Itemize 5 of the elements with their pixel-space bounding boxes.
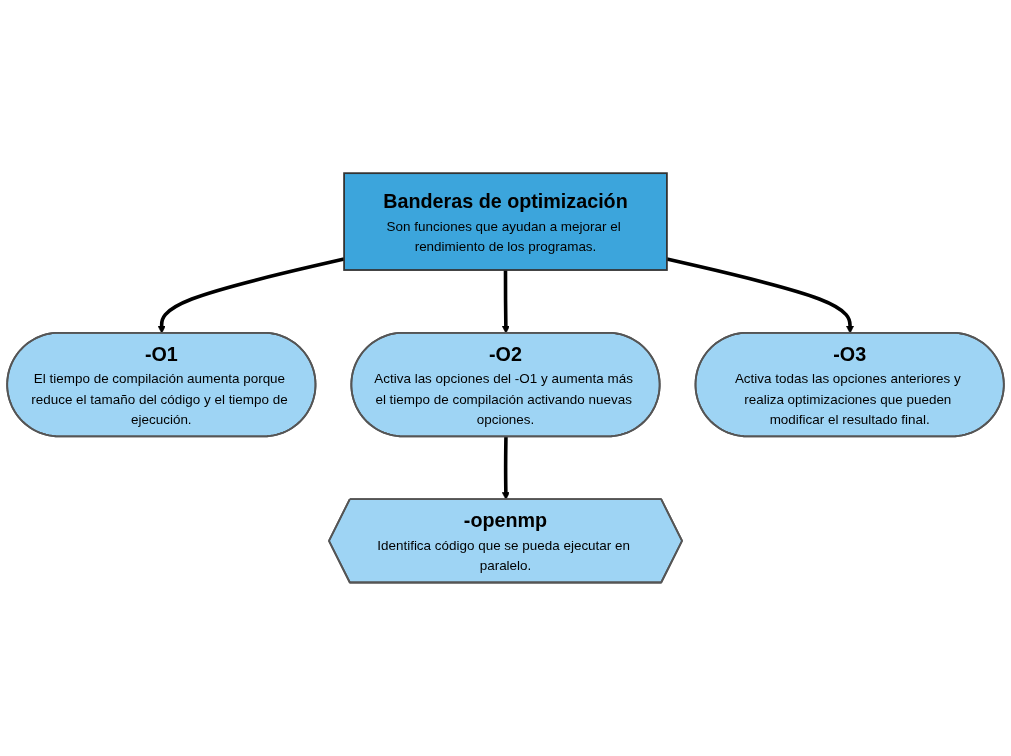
arrow — [157, 257, 345, 334]
arrow — [666, 257, 854, 334]
arrow — [501, 436, 510, 501]
node-box: Banderas de optimización Son funciones que ayudan a mejorar el rendimiento de los programas. — [343, 172, 668, 272]
arrow — [501, 270, 510, 334]
